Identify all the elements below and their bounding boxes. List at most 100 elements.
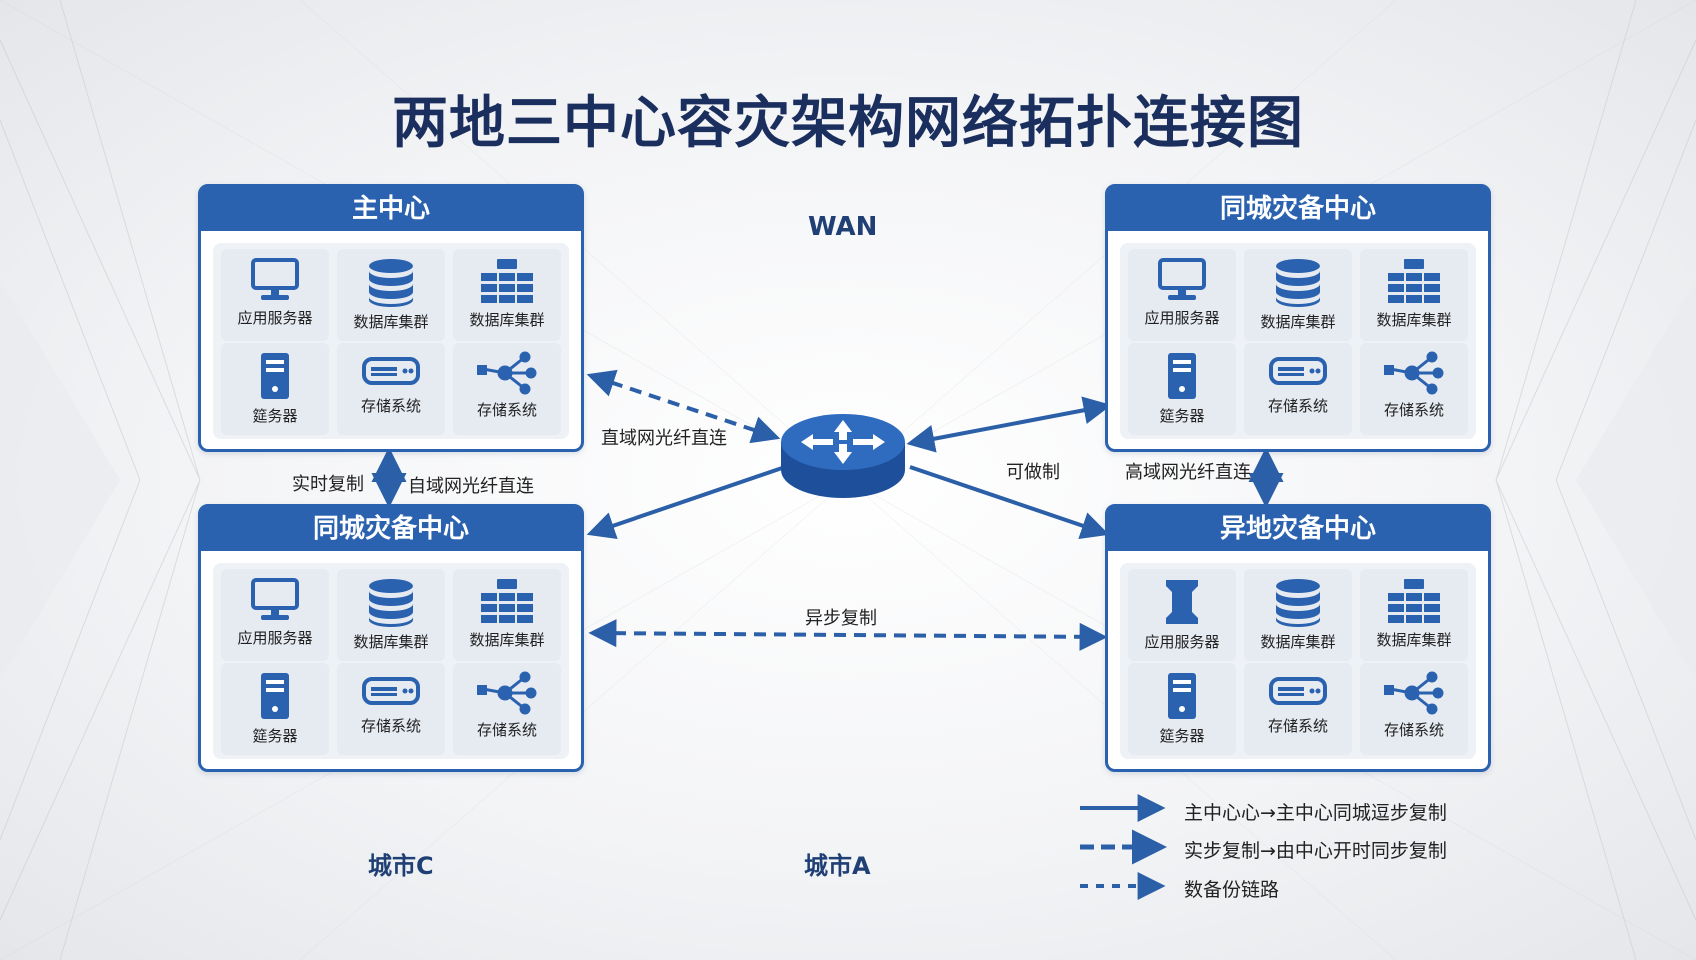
device-cell: 应用服务器 <box>1128 249 1236 341</box>
cluster-icon <box>1360 577 1468 625</box>
device-cell: 存储系统 <box>1244 343 1352 435</box>
device-cell: 数据库集群 <box>1360 249 1468 341</box>
device-label: 存储系统 <box>1383 721 1444 739</box>
device-label: 存储系统 <box>360 717 421 735</box>
device-label: 数据库集群 <box>353 633 429 651</box>
device-label: 数据库集群 <box>469 311 545 329</box>
cluster-icon <box>1360 257 1468 305</box>
legend-text-solid: 主中心心→主中心同城逗步复制 <box>1184 802 1447 824</box>
cluster-icon <box>453 577 561 625</box>
device-cell: 筵务器 <box>221 663 329 755</box>
device-label: 数据库集群 <box>1260 313 1336 331</box>
network-icon <box>453 671 561 715</box>
storage-icon <box>1244 351 1352 391</box>
database-icon <box>1244 257 1352 307</box>
link-router-remote <box>909 465 1110 540</box>
device-label: 应用服务器 <box>1144 309 1220 327</box>
rack-icon <box>1128 577 1236 627</box>
label-right-a: 可做制 <box>1006 462 1060 483</box>
monitor-icon <box>1128 257 1236 303</box>
device-label: 筵务器 <box>1159 407 1205 425</box>
device-label: 筵务器 <box>1159 727 1205 745</box>
legend-text-dotted: 数备份链路 <box>1184 879 1280 901</box>
device-cell: 存储系统 <box>453 343 561 435</box>
device-cell: 存储系统 <box>1244 663 1352 755</box>
device-label: 数据库集群 <box>1260 633 1336 651</box>
device-label: 存储系统 <box>1267 397 1328 415</box>
device-label: 存储系统 <box>476 721 537 739</box>
device-label: 数据库集群 <box>1376 311 1452 329</box>
router-icon <box>781 414 905 498</box>
city-a-label: 城市A <box>804 852 871 880</box>
device-label: 应用服务器 <box>237 309 313 327</box>
panel-main-center: 主中心应用服务器数据库集群数据库集群筵务器存储系统存储系统 <box>198 184 584 452</box>
device-cell: 数据库集群 <box>337 249 445 341</box>
device-cell: 数据库集群 <box>337 569 445 661</box>
network-icon <box>1360 671 1468 715</box>
panel-same-city-top: 同城灾备中心应用服务器 数据库集群 数据库集群筵务器 存储系统 存储系统 <box>1105 184 1491 452</box>
device-label: 应用服务器 <box>1144 633 1220 651</box>
server-tower-icon <box>1128 351 1236 401</box>
device-label: 筵务器 <box>252 727 298 745</box>
device-label: 存储系统 <box>360 397 421 415</box>
link-async <box>588 619 1108 651</box>
device-label: 存储系统 <box>1383 401 1444 419</box>
label-main-router: 直域网光纤直连 <box>601 428 727 449</box>
database-icon <box>1244 577 1352 627</box>
panel-title: 同城灾备中心 <box>201 507 581 551</box>
device-cell: 数据库集群 <box>1244 569 1352 661</box>
link-main-router <box>586 369 781 444</box>
device-cell: 数据库集群 <box>453 569 561 661</box>
device-label: 存储系统 <box>476 401 537 419</box>
device-cell: 数据库集群 <box>453 249 561 341</box>
server-tower-icon <box>1128 671 1236 721</box>
database-icon <box>337 577 445 627</box>
device-label: 数据库集群 <box>469 631 545 649</box>
device-cell: 存储系统 <box>337 343 445 435</box>
device-cell: 应用服务器 <box>1128 569 1236 661</box>
storage-icon <box>337 351 445 391</box>
link-router-samecity-bottom <box>586 465 786 539</box>
network-icon <box>453 351 561 395</box>
label-left-vertical-b: 自域网光纤直连 <box>408 476 534 497</box>
label-async: 异步复制 <box>805 608 877 629</box>
panel-body: 应用服务器 数据库集群 数据库集群筵务器 存储系统 存储系统 <box>1120 243 1476 439</box>
device-cell: 应用服务器 <box>221 569 329 661</box>
server-tower-icon <box>221 671 329 721</box>
device-label: 应用服务器 <box>237 629 313 647</box>
server-tower-icon <box>221 351 329 401</box>
device-label: 数据库集群 <box>1376 631 1452 649</box>
device-cell: 数据库集群 <box>1360 569 1468 661</box>
panel-body: 应用服务器 数据库集群 数据库集群筵务器 存储系统 存储系统 <box>213 563 569 759</box>
device-cell: 筵务器 <box>1128 663 1236 755</box>
city-c-label: 城市C <box>368 852 434 880</box>
panel-body: 应用服务器 数据库集群 数据库集群筵务器 存储系统 存储系统 <box>213 243 569 439</box>
device-cell: 数据库集群 <box>1244 249 1352 341</box>
device-cell: 存储系统 <box>1360 343 1468 435</box>
panel-title: 同城灾备中心 <box>1108 187 1488 231</box>
device-label: 筵务器 <box>252 407 298 425</box>
device-cell: 筵务器 <box>1128 343 1236 435</box>
network-icon <box>1360 351 1468 395</box>
device-label: 数据库集群 <box>353 313 429 331</box>
device-label: 存储系统 <box>1267 717 1328 735</box>
monitor-icon <box>221 577 329 623</box>
label-left-vertical-a: 实时复制 <box>292 474 364 495</box>
cluster-icon <box>453 257 561 305</box>
panel-remote-center: 异地灾备中心应用服务器 数据库集群 数据库集群筵务器 存储系统 存储系统 <box>1105 504 1491 772</box>
wan-label: WAN <box>808 212 878 242</box>
device-cell: 筵务器 <box>221 343 329 435</box>
legend-text-dashed: 实步复制→由中心开时同步复制 <box>1184 840 1447 862</box>
page-title: 两地三中心容灾架构网络拓扑连接图 <box>392 91 1304 156</box>
panel-title: 异地灾备中心 <box>1108 507 1488 551</box>
storage-icon <box>1244 671 1352 711</box>
panel-body: 应用服务器 数据库集群 数据库集群筵务器 存储系统 存储系统 <box>1120 563 1476 759</box>
storage-icon <box>337 671 445 711</box>
monitor-icon <box>221 257 329 303</box>
panel-same-city-bottom: 同城灾备中心应用服务器 数据库集群 数据库集群筵务器 存储系统 存储系统 <box>198 504 584 772</box>
device-cell: 存储系统 <box>337 663 445 755</box>
device-cell: 应用服务器 <box>221 249 329 341</box>
device-cell: 存储系统 <box>1360 663 1468 755</box>
